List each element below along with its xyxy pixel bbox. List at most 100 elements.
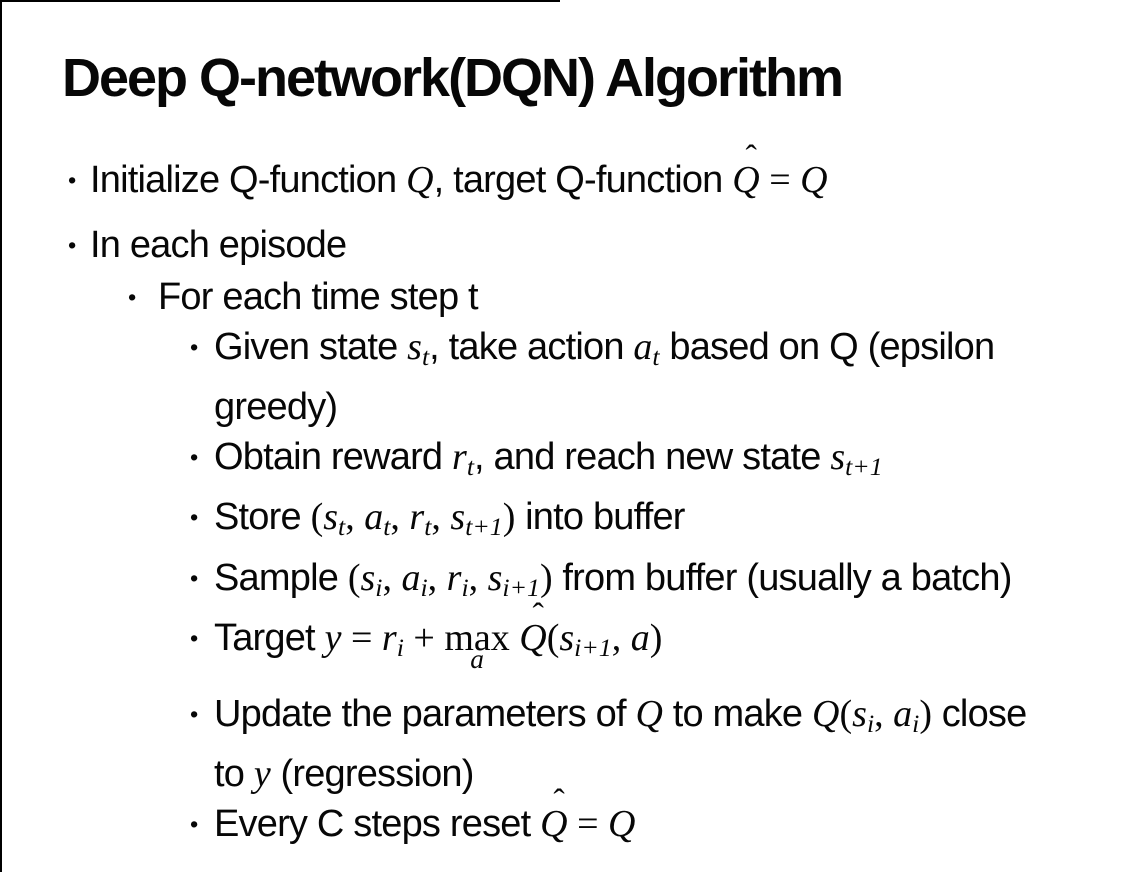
plain-text: , take action (429, 326, 634, 368)
math-text: i+1 (574, 632, 612, 662)
math-text: , (345, 496, 365, 539)
math-text: ( (347, 556, 361, 599)
plain-text: Every C steps reset (214, 803, 541, 846)
bullet-text: to y (regression) (214, 749, 474, 799)
math-text: s (407, 326, 422, 368)
plain-text: Obtain reward (214, 436, 453, 479)
underset-base: max (444, 616, 510, 659)
math-text: y (324, 616, 342, 659)
plain-text: In each episode (90, 224, 347, 266)
hat-mark: ˆ (532, 597, 544, 635)
math-text: + (403, 616, 445, 659)
bullet-item: •Given state st, take action at based on… (0, 322, 1124, 382)
math-text: = (759, 159, 801, 201)
bullet-marker: • (190, 700, 198, 727)
bullet-text: Sample (si, ai, ri, si+1) from buffer (u… (214, 553, 1012, 613)
math-text: , (431, 496, 451, 539)
plain-text: to make (662, 692, 813, 735)
bullet-item: • Store (st, at, rt, st+1) into buffer (0, 492, 1124, 552)
hat-mark: ˆ (745, 139, 757, 177)
plain-text: greedy) (214, 386, 338, 429)
math-text: ) (539, 556, 553, 599)
plain-text: Sample (214, 556, 348, 599)
plain-text: For each time step t (158, 276, 479, 318)
math-text: a (401, 556, 421, 599)
math-text: Q (406, 159, 434, 201)
bullet-marker: • (68, 232, 76, 258)
math-text: s (852, 692, 867, 735)
bullet-marker: • (190, 564, 198, 591)
math-text: r (446, 556, 462, 599)
bullet-list: •Initialize Q-function Q, target Q-funct… (0, 141, 1124, 849)
math-text: Q (540, 803, 568, 846)
math-text: i (461, 572, 469, 602)
bullet-text: For each time step t (158, 272, 479, 322)
math-text: s (559, 616, 575, 659)
plain-text: close (931, 692, 1028, 735)
slide-border-left (0, 0, 2, 872)
bullet-text: Store (st, at, rt, st+1) into buffer (214, 492, 685, 552)
bullet-text: greedy) (214, 382, 338, 432)
bullet-marker: • (190, 444, 198, 471)
plain-text: Given state (214, 326, 408, 368)
bullet-text: Initialize Q-function Q, target Q-functi… (90, 141, 828, 205)
math-text: Q (608, 803, 636, 846)
math-text: , (382, 556, 402, 599)
math-text: Q (635, 692, 663, 735)
bullet-marker: • (190, 504, 198, 531)
math-text: = (567, 803, 609, 846)
math-text: ( (839, 692, 853, 735)
bullet-marker: • (128, 284, 136, 310)
plain-text: Update the parameters of (214, 692, 636, 735)
math-text: r (452, 436, 467, 479)
math-text: , (390, 496, 410, 539)
math-text: , (874, 692, 894, 735)
math-text: r (381, 616, 397, 659)
math-text: t+1 (845, 452, 883, 482)
plain-text: Target (214, 616, 325, 659)
math-text: a (633, 326, 653, 368)
slide-border-top (0, 0, 560, 2)
underset-under: a (470, 643, 484, 674)
plain-text: , target Q-function (433, 159, 733, 201)
math-text: i+1 (502, 572, 540, 602)
math-text: t (421, 342, 430, 372)
math-text: s (360, 556, 376, 599)
hat-mark: ˆ (553, 783, 564, 821)
plain-text: Initialize Q-function (90, 159, 407, 201)
math-text: s (323, 496, 339, 539)
math-text: i (912, 709, 920, 739)
math-text: , (427, 556, 447, 599)
math-text: s (450, 496, 466, 539)
bullet-marker: • (68, 167, 76, 193)
math-text: r (409, 496, 425, 539)
math-text: a (630, 616, 650, 659)
math-text: i (866, 709, 875, 739)
bullet-item: •Update the parameters of Q to make Q(si… (0, 689, 1124, 749)
math-text: t (466, 452, 475, 482)
plain-text: from buffer (usually a batch) (552, 556, 1012, 599)
math-text: s (487, 556, 503, 599)
bullet-marker: • (190, 624, 198, 651)
math-text: ( (546, 616, 560, 659)
math-text: i (396, 632, 404, 662)
bullet-item: greedy) (0, 382, 1124, 432)
math-text: a (364, 496, 384, 539)
bullet-marker: • (190, 334, 198, 360)
math-text: ) (649, 616, 663, 659)
slide-title: Deep Q-network(DQN) Algorithm (62, 48, 844, 108)
math-text: ) (919, 692, 932, 735)
math-text: y (253, 753, 271, 796)
math-text: a (893, 692, 913, 735)
math-text: s (830, 436, 846, 479)
bullet-marker (190, 749, 214, 799)
plain-text: (regression) (270, 753, 474, 796)
math-text: ) (502, 496, 516, 539)
math-text: t (652, 342, 660, 372)
